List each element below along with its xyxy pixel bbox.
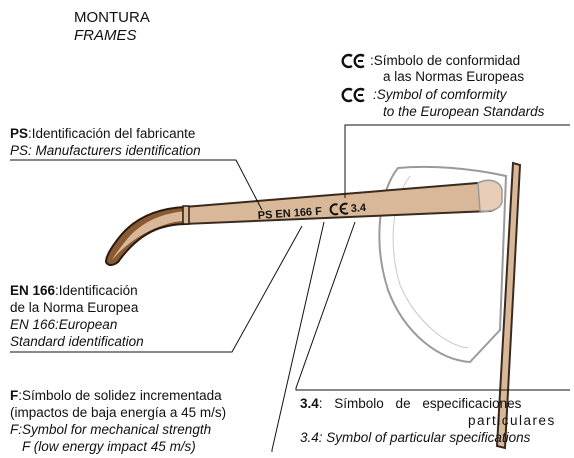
ps-text-en: PS: Manufacturers identification [10,143,201,158]
ce-text-es-2: a las Normas Europeas [383,69,525,84]
temple-marking-ce-symbol [329,202,349,216]
temple-hinge [477,179,503,212]
ps-text-es: PS:Identificación del fabricante [10,126,195,141]
ce-symbol-en [341,87,365,103]
ps-es-description: :Identificación del fabricante [28,126,196,141]
f-text-es-1: F:Símbolo de solidez incrementada [10,388,222,403]
front-frame [495,161,522,450]
en166-text-en-1: EN 166:European [10,317,118,332]
ear-piece-core [112,211,186,260]
spec-text-es-2: particulares [468,413,556,428]
ps-leader [10,159,263,211]
title-en: FRAMES [74,27,137,44]
title-es: MONTURA [74,9,150,26]
temple-marking-text: PS EN 166 F [257,206,322,222]
en166-code: EN 166 [10,283,56,298]
en166-text-es-1: EN 166:Identificación [10,283,138,298]
temple-arm [183,180,501,226]
ce-text-es-1: :Símbolo de conformidad [370,53,521,68]
en166-leader [10,225,303,353]
lens-outline [378,165,508,364]
f-es-description: :Símbolo de solidez incrementada [18,388,222,403]
f-text-en-2: F (low energy impact 45 m/s) [22,439,196,454]
f-leader [271,221,325,452]
ce-text-en-2: to the European Standards [383,104,545,119]
temple-marking-spec: 3.4 [350,202,367,215]
en166-text-en-2: Standard identification [10,334,144,349]
f-code: F [10,388,19,403]
ce-text-en-1: :Symbol of comformity [373,87,507,102]
f-text-en-1: F:Symbol for mechanical strength [10,422,212,437]
en166-text-es-2: de la Norma Europea [10,300,139,315]
f-text-es-2: (impactos de baja energía a 45 m/s) [10,405,227,420]
ps-code: PS [10,126,29,141]
spec-leader [295,221,570,391]
spec-text-en: 3.4: Symbol of particular specifications [300,430,531,445]
ce-leader [344,124,570,198]
spec-es-description: : Símbolo de especificaciones [318,396,522,411]
spec-code: 3.4 [300,396,319,411]
ce-symbol-es [341,53,365,69]
temple-joint [182,205,190,225]
spec-text-es-1: 3.4: Símbolo de especificaciones [300,396,521,411]
en166-es-description: :Identificación [55,283,138,298]
